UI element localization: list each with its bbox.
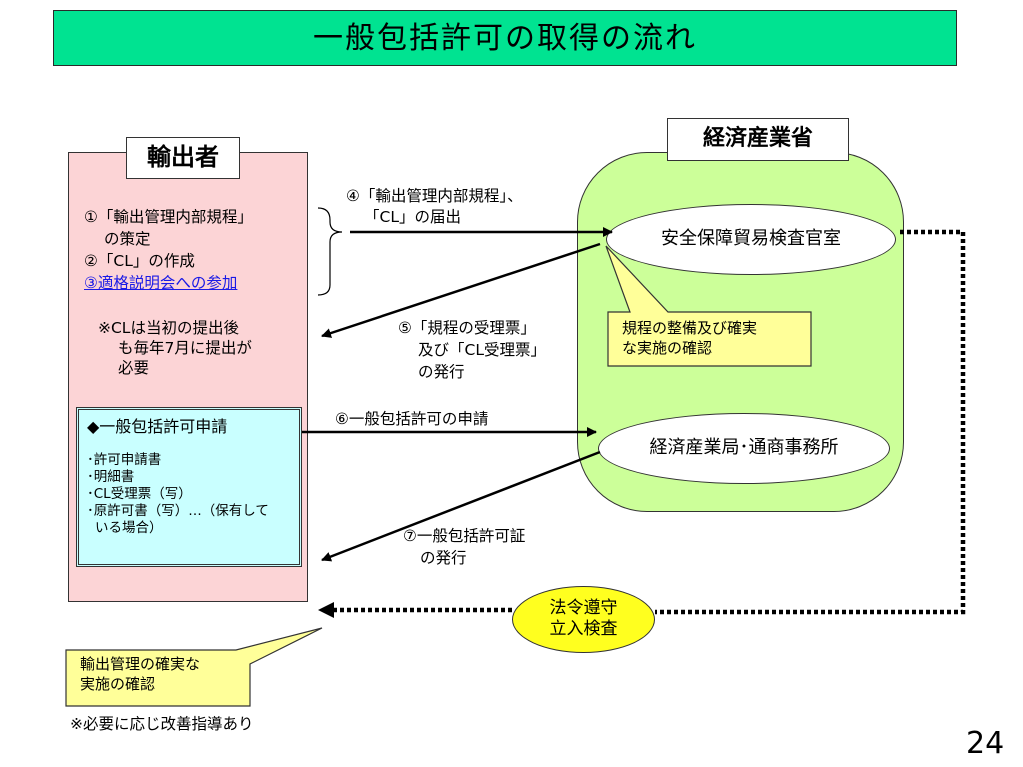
step7-label-line1: ⑦一般包括許可証: [403, 527, 526, 545]
exporter-callout-text: 輸出管理の確実な 実施の確認: [70, 654, 200, 694]
steps-brace: [317, 207, 343, 296]
onsite-inspection-badge: 法令遵守 立入検査: [512, 586, 655, 653]
step1-text: ①「輸出管理内部規程」: [84, 208, 253, 226]
application-item: いる場合）: [95, 520, 163, 536]
cl-note-line1: ※CLは当初の提出後: [98, 319, 239, 337]
application-title: ◆一般包括許可申請: [87, 417, 228, 436]
meti-label: 経済産業省: [667, 118, 849, 161]
meti-callout-line2: な実施の確認: [622, 339, 713, 357]
step4-label-line1: ④「輸出管理内部規程」、: [346, 187, 523, 205]
step5-label-line1: ⑤「規程の受理票」: [398, 319, 536, 337]
security-inspection-office: 安全保障貿易検査官室: [606, 204, 896, 275]
application-item: ･CL受理票（写）: [87, 486, 192, 502]
step5-label-line2: 及び「CL受理票」: [418, 341, 546, 359]
cl-note-line3: 必要: [118, 359, 150, 377]
step3-link[interactable]: ③適格説明会への参加: [84, 274, 238, 292]
step6-label: ⑥一般包括許可の申請: [335, 410, 489, 428]
footnote: ※必要に応じ改善指導あり: [70, 715, 254, 733]
arrow-step7: [321, 450, 601, 562]
application-item: ･明細書: [87, 469, 135, 485]
step2-text: ②「CL」の作成: [84, 252, 195, 270]
meti-callout-text: 規程の整備及び確実 な実施の確認: [610, 318, 822, 358]
application-item: ･原許可書（写）…（保有して: [87, 503, 269, 519]
exporter-label: 輸出者: [126, 137, 240, 179]
cl-note-line2: も毎年7月に提出が: [118, 339, 252, 357]
page-number: 24: [966, 726, 1005, 761]
meti-callout-shape: [605, 245, 812, 367]
page-title: 一般包括許可の取得の流れ: [53, 10, 957, 66]
inspection-line1: 法令遵守: [549, 598, 618, 618]
application-item: ･許可申請書: [87, 452, 162, 468]
regional-bureau-office: 経済産業局･通商事務所: [598, 413, 890, 484]
step7-label-line2: の発行: [420, 549, 467, 567]
application-box: ◆一般包括許可申請 ･許可申請書 ･明細書 ･CL受理票（写） ･原許可書（写）…: [76, 407, 302, 567]
step1-text-cont: の策定: [104, 230, 151, 248]
step4-label-line2: 「CL」の届出: [364, 208, 461, 226]
exporter-callout-shape: [65, 627, 323, 707]
step5-label-line3: の発行: [418, 363, 465, 381]
exporter-callout-line1: 輸出管理の確実な: [80, 655, 201, 673]
exporter-callout-line2: 実施の確認: [80, 675, 156, 693]
inspection-path: [655, 229, 966, 615]
meti-callout-line1: 規程の整備及び確実: [622, 319, 758, 337]
inspection-line2: 立入検査: [549, 619, 618, 639]
inspection-arrowhead: [318, 602, 334, 618]
arrow-step5: [321, 242, 601, 338]
